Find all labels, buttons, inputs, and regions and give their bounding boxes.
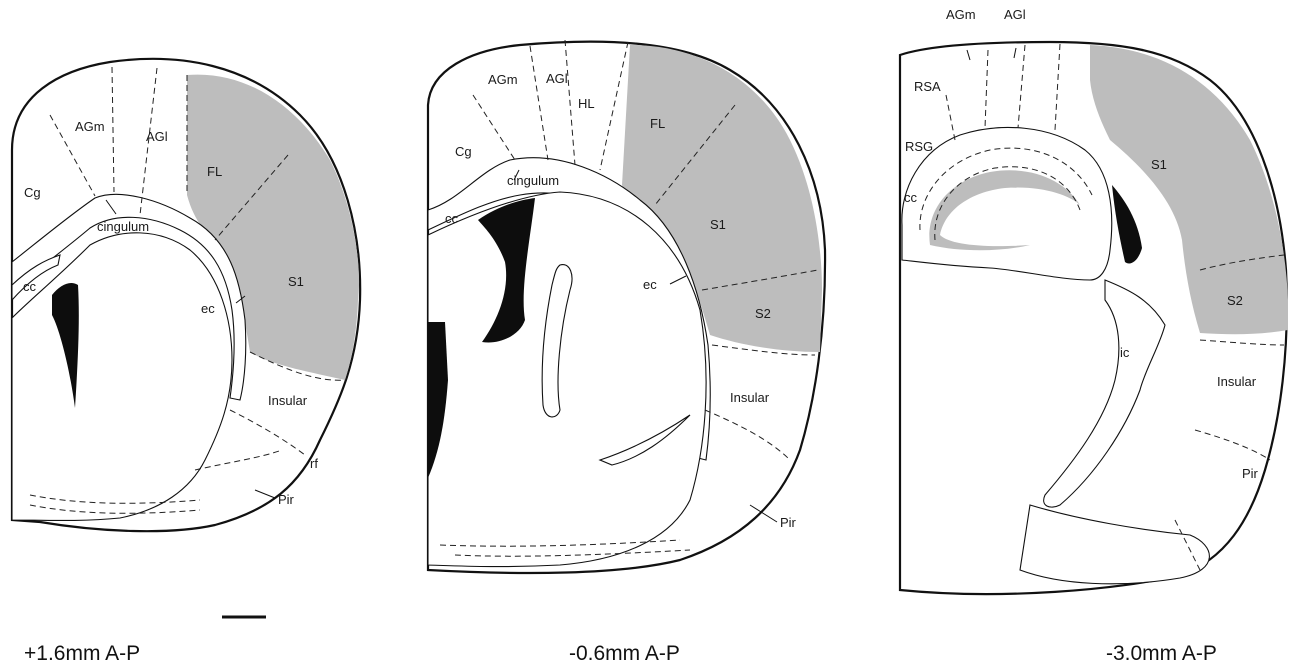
label-fl: FL (207, 164, 222, 179)
caption-panel-2: -0.6mm A-P (569, 642, 680, 665)
label-cingulum: cingulum (507, 173, 559, 188)
label-fl: FL (650, 116, 665, 131)
section-panel-1: Cg AGm AGl FL cingulum cc ec S1 Insular … (12, 59, 360, 665)
label-rsg: RSG (905, 139, 933, 154)
section-panel-2: AGm AGl HL FL Cg cingulum cc S1 ec S2 In… (428, 40, 825, 665)
label-cg: Cg (455, 144, 472, 159)
label-insular: Insular (1217, 374, 1257, 389)
caption-panel-1: +1.6mm A-P (24, 642, 140, 665)
label-ec: ec (201, 301, 215, 316)
label-agm: AGm (488, 72, 518, 87)
label-cc: cc (445, 211, 459, 226)
label-ec: ec (643, 277, 657, 292)
label-s1: S1 (710, 217, 726, 232)
label-pir: Pir (278, 492, 295, 507)
label-agm: AGm (75, 119, 105, 134)
label-rsa: RSA (914, 79, 941, 94)
label-s1: S1 (288, 274, 304, 289)
label-insular: Insular (268, 393, 308, 408)
label-cc: cc (23, 279, 37, 294)
label-pir: Pir (1242, 466, 1259, 481)
label-cc: cc (904, 190, 918, 205)
label-s1: S1 (1151, 157, 1167, 172)
label-agl: AGl (1004, 7, 1026, 22)
label-agm: AGm (946, 7, 976, 22)
label-agl: AGl (146, 129, 168, 144)
label-ic: ic (1120, 345, 1130, 360)
label-s2: S2 (1227, 293, 1243, 308)
label-hl: HL (578, 96, 595, 111)
section-panel-3: AGm AGl RSA RSG cc S1 S2 ic Insular Pir … (900, 7, 1288, 665)
label-s2: S2 (755, 306, 771, 321)
label-pir: Pir (780, 515, 797, 530)
hippocampus-outline (902, 127, 1112, 280)
label-cingulum: cingulum (97, 219, 149, 234)
label-cg: Cg (24, 185, 41, 200)
label-agl: AGl (546, 71, 568, 86)
label-insular: Insular (730, 390, 770, 405)
striatum-outline (428, 192, 706, 567)
caption-panel-3: -3.0mm A-P (1106, 642, 1217, 665)
label-rf: rf (310, 456, 318, 471)
